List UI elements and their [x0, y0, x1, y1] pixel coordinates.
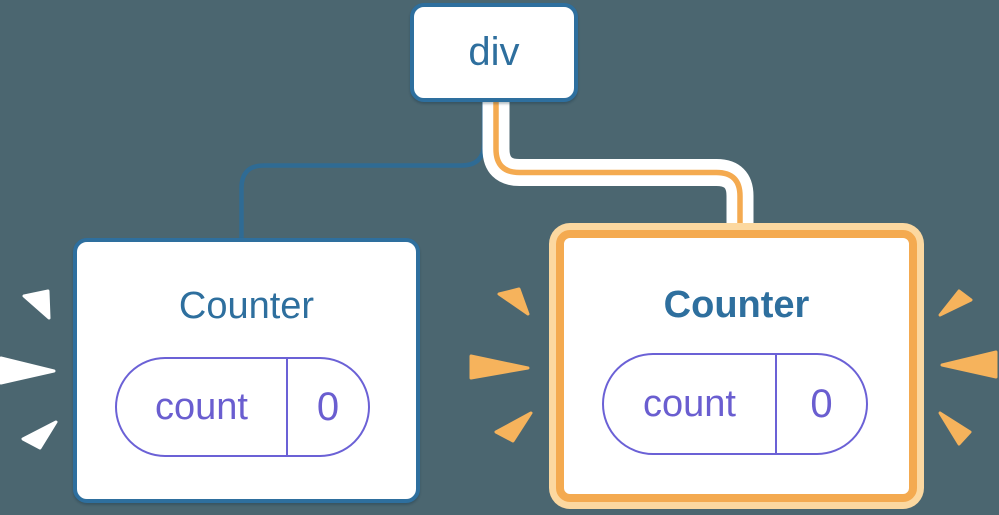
counter-title: Counter [663, 284, 810, 326]
state-key: count [155, 385, 248, 428]
orange-spark-icon [938, 411, 972, 446]
root-node-div: div [410, 3, 578, 102]
state-pill: count 0 [602, 353, 868, 455]
white-spark-icon [0, 356, 56, 385]
counter-node-right-highlighted: Counter count 0 [556, 230, 917, 502]
state-pill: count 0 [115, 357, 370, 457]
orange-spark-icon [938, 289, 973, 317]
edge-root-to-right-counter [493, 100, 743, 230]
orange-spark-icon [469, 354, 530, 380]
state-value: 0 [286, 359, 368, 455]
state-value: 0 [775, 355, 866, 453]
white-spark-icon [21, 420, 58, 450]
state-key: count [643, 382, 736, 425]
root-node-label: div [468, 30, 520, 74]
counter-title: Counter [178, 285, 315, 327]
orange-spark-icon [497, 287, 530, 316]
edge-root-to-left-counter [239, 100, 487, 242]
white-spark-icon [22, 289, 51, 320]
counter-node-left: Counter count 0 [73, 238, 420, 503]
highlighted-edge-casing [482, 100, 754, 230]
orange-spark-icon [940, 350, 998, 379]
orange-spark-icon [494, 411, 533, 443]
